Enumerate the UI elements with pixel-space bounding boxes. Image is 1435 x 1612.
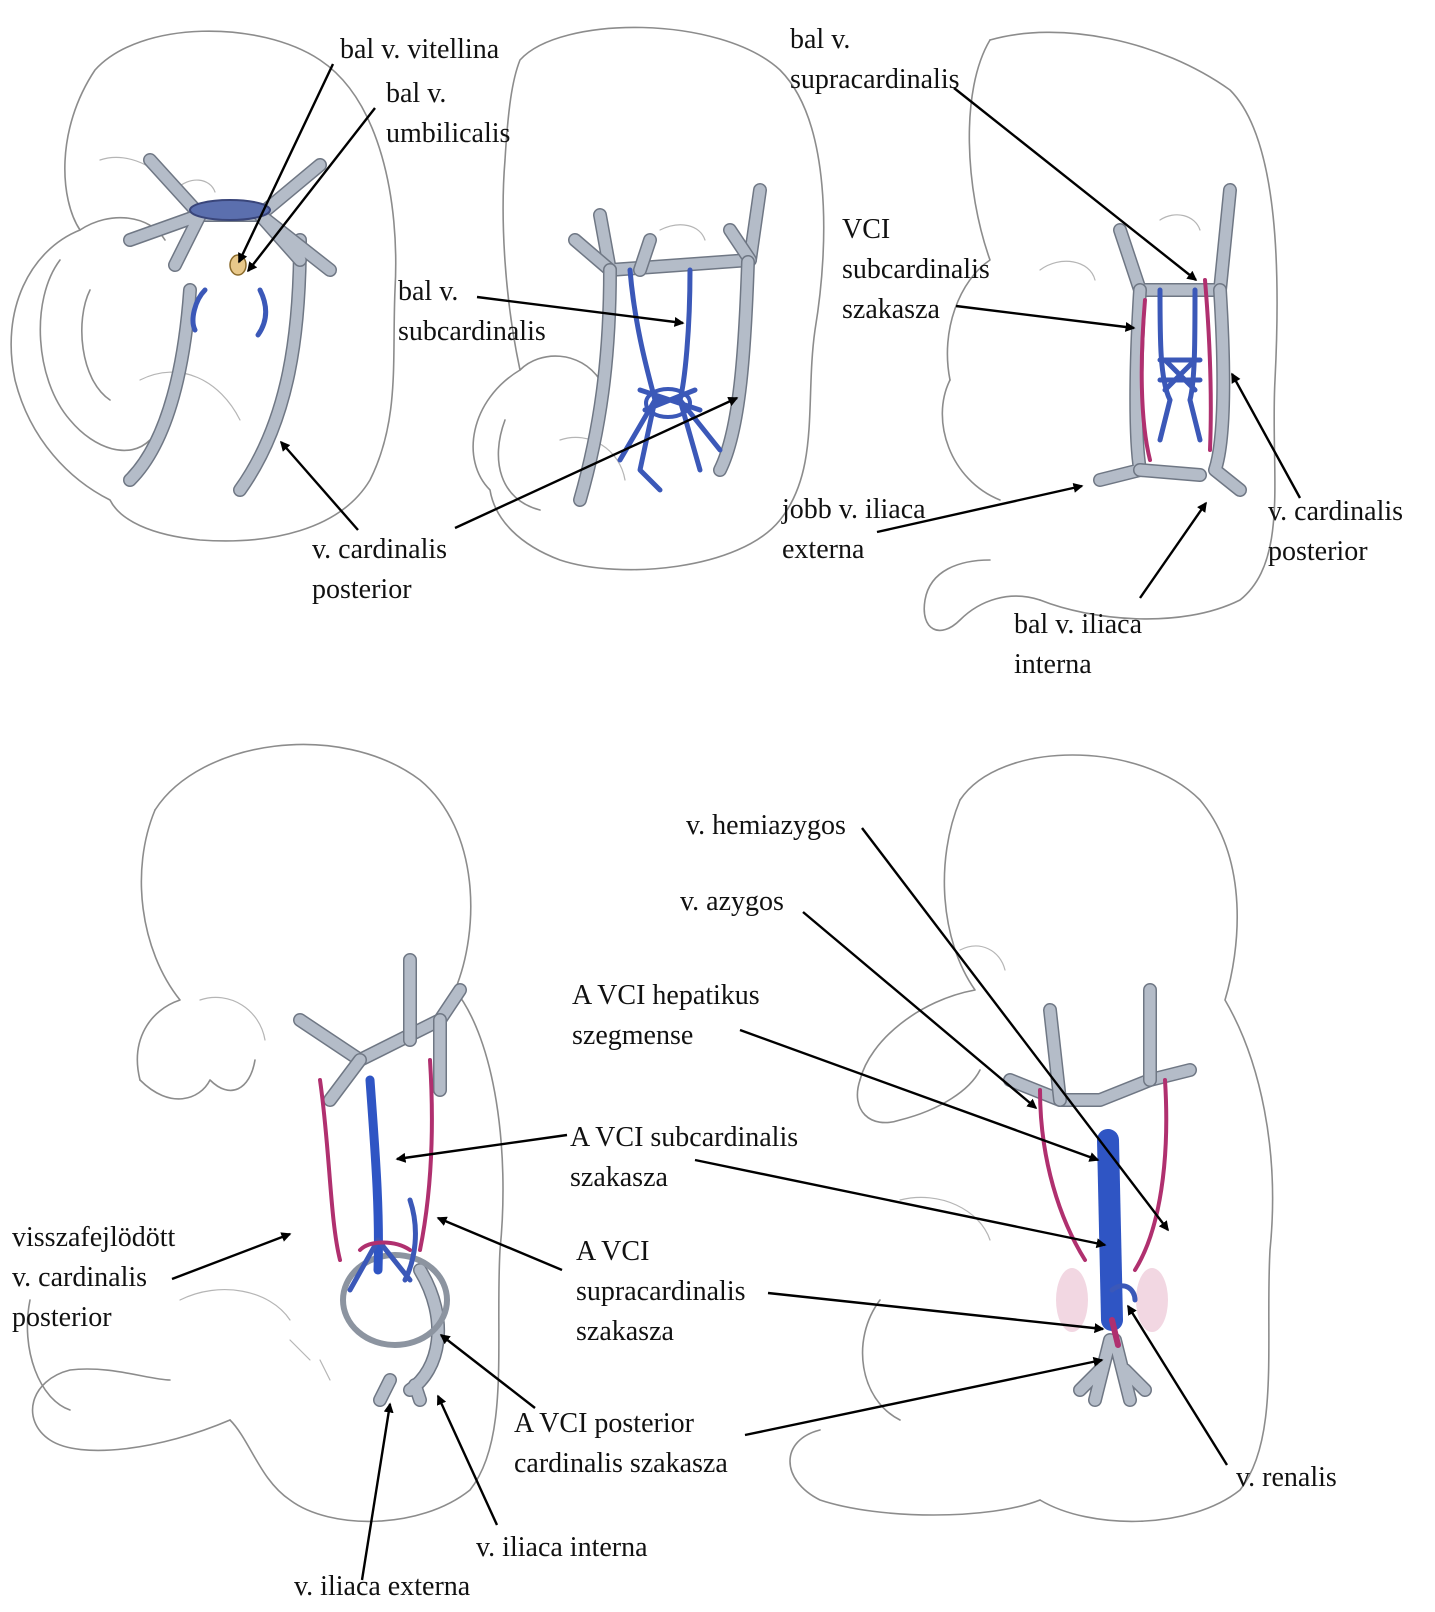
- arrow-v-iliaca-externa: [362, 1404, 390, 1580]
- label-bal-v-iliaca-interna: bal v. iliaca interna: [1014, 605, 1142, 685]
- label-line: umbilicalis: [386, 114, 510, 154]
- label-bal-v-supracardinalis: bal v. supracardinalis: [790, 20, 960, 100]
- embryo-panel-4: [27, 744, 503, 1521]
- label-a-vci-hepatikus-szegmense: A VCI hepatikus szegmense: [572, 976, 760, 1056]
- label-v-iliaca-interna: v. iliaca interna: [476, 1528, 648, 1568]
- label-line: externa: [782, 530, 926, 570]
- label-line: supracardinalis: [790, 60, 960, 100]
- arrow-a-vci-subcardinalis-left: [397, 1135, 567, 1159]
- label-line: szakasza: [576, 1312, 746, 1352]
- label-line: bal v.: [386, 74, 510, 114]
- label-a-vci-supracardinalis-szakasza: A VCI supracardinalis szakasza: [576, 1232, 746, 1352]
- arrow-v-cardinalis-posterior-1a: [281, 442, 358, 530]
- label-line: posterior: [12, 1298, 175, 1338]
- label-jobb-v-iliaca-externa: jobb v. iliaca externa: [782, 490, 926, 570]
- arrow-a-vci-posterior-right: [745, 1360, 1102, 1435]
- label-vci-subcardinalis-szakasza: VCI subcardinalis szakasza: [842, 210, 990, 330]
- arrow-v-iliaca-interna: [438, 1396, 497, 1525]
- label-v-hemiazygos: v. hemiazygos: [686, 806, 846, 846]
- label-line: visszafejlödött: [12, 1218, 175, 1258]
- arrow-a-vci-supracardinalis-right: [768, 1293, 1103, 1329]
- label-line: bal v. iliaca: [1014, 605, 1142, 645]
- label-line: A VCI hepatikus: [572, 976, 760, 1016]
- arrow-visszafejlodott: [172, 1234, 290, 1279]
- label-line: subcardinalis: [398, 312, 546, 352]
- label-line: VCI: [842, 210, 990, 250]
- label-line: interna: [1014, 645, 1142, 685]
- label-line: subcardinalis: [842, 250, 990, 290]
- label-line: posterior: [312, 570, 447, 610]
- label-line: bal v.: [790, 20, 960, 60]
- label-line: A VCI: [576, 1232, 746, 1272]
- label-bal-v-subcardinalis: bal v. subcardinalis: [398, 272, 546, 352]
- arrow-v-cardinalis-posterior-2: [1232, 374, 1300, 498]
- arrow-bal-v-supracardinalis: [954, 88, 1196, 280]
- embryo-panel-5: [790, 755, 1273, 1521]
- label-line: v. cardinalis: [1268, 492, 1403, 532]
- label-line: szakasza: [842, 290, 990, 330]
- label-a-vci-posterior-cardinalis-szakasza: A VCI posterior cardinalis szakasza: [514, 1404, 728, 1484]
- label-line: bal v. vitellina: [340, 30, 499, 70]
- embryo-panel-3: [924, 32, 1277, 630]
- label-visszafejlodott-v-cardinalis-posterior: visszafejlödött v. cardinalis posterior: [12, 1218, 175, 1338]
- arrow-a-vci-posterior-left: [441, 1335, 535, 1408]
- label-line: v. iliaca externa: [294, 1567, 470, 1607]
- label-line: v. azygos: [680, 882, 784, 922]
- label-bal-v-vitellina: bal v. vitellina: [340, 30, 499, 70]
- label-line: posterior: [1268, 532, 1403, 572]
- label-line: supracardinalis: [576, 1272, 746, 1312]
- label-v-cardinalis-posterior-1: v. cardinalis posterior: [312, 530, 447, 610]
- label-bal-v-umbilicalis: bal v. umbilicalis: [386, 74, 510, 154]
- label-v-iliaca-externa: v. iliaca externa: [294, 1567, 470, 1607]
- label-v-azygos: v. azygos: [680, 882, 784, 922]
- arrow-bal-v-iliaca-interna: [1140, 503, 1206, 598]
- label-a-vci-subcardinalis-szakasza: A VCI subcardinalis szakasza: [570, 1118, 798, 1198]
- label-line: szakasza: [570, 1158, 798, 1198]
- embryo-panel-1: [11, 31, 396, 541]
- label-v-renalis: v. renalis: [1236, 1458, 1337, 1498]
- label-v-cardinalis-posterior-2: v. cardinalis posterior: [1268, 492, 1403, 572]
- label-line: cardinalis szakasza: [514, 1444, 728, 1484]
- label-line: A VCI posterior: [514, 1404, 728, 1444]
- label-line: A VCI subcardinalis: [570, 1118, 798, 1158]
- arrow-v-hemiazygos: [862, 828, 1168, 1230]
- label-line: v. hemiazygos: [686, 806, 846, 846]
- arrow-bal-v-umbilicalis: [248, 108, 375, 271]
- label-line: v. renalis: [1236, 1458, 1337, 1498]
- label-line: jobb v. iliaca: [782, 490, 926, 530]
- label-line: v. cardinalis: [312, 530, 447, 570]
- label-line: v. cardinalis: [12, 1258, 175, 1298]
- label-line: szegmense: [572, 1016, 760, 1056]
- label-line: bal v.: [398, 272, 546, 312]
- label-line: v. iliaca interna: [476, 1528, 648, 1568]
